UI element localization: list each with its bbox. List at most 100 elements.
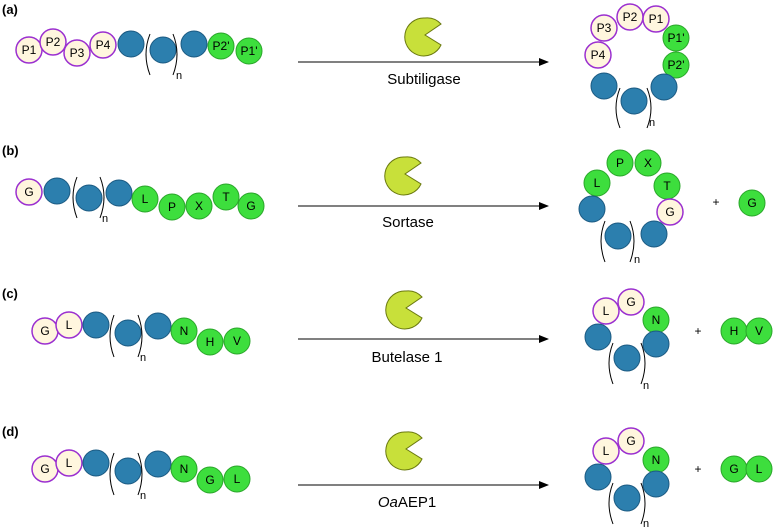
- residue-label: P3: [70, 46, 85, 60]
- residue-circle: [620, 87, 648, 115]
- substrate-c: G L n N H V: [31, 311, 251, 364]
- residue-label: L: [142, 192, 149, 206]
- enzyme-pacman-icon: [385, 290, 423, 330]
- enzyme-c: [385, 290, 423, 330]
- residue-label: X: [195, 199, 203, 213]
- plus-sign: +: [712, 195, 719, 209]
- residue-circle: [223, 327, 251, 355]
- residue-circle: [592, 437, 620, 465]
- residue-label: N: [180, 462, 189, 476]
- residue-circle: [584, 41, 612, 69]
- residue-circle: [180, 30, 208, 58]
- repeat-subscript: n: [643, 518, 649, 529]
- repeat-subscript: n: [176, 70, 182, 82]
- residue-label: V: [233, 334, 241, 348]
- residue-label: P2': [213, 39, 230, 53]
- residue-label: P4: [591, 48, 606, 62]
- residue-circle: [590, 14, 618, 42]
- repeat-bracket-right: [646, 87, 652, 129]
- product-ring-c: L G N n: [584, 288, 670, 392]
- enzyme-name: Sortase: [382, 214, 434, 231]
- residue-circle: [144, 312, 172, 340]
- residue-label: N: [180, 324, 189, 338]
- repeat-bracket-left: [109, 314, 115, 358]
- residue-label: N: [652, 313, 661, 327]
- residue-circle: [170, 455, 198, 483]
- residue-label: P2': [668, 58, 685, 72]
- residue-circle: [117, 30, 145, 58]
- repeat-bracket-right: [172, 33, 178, 76]
- residue-circle: [584, 323, 612, 351]
- repeat-bracket-right: [640, 482, 646, 525]
- residue-circle: [207, 32, 235, 60]
- product-ring-b: L P X T G n: [578, 149, 684, 266]
- repeat-bracket-left: [72, 176, 78, 219]
- residue-circle: [642, 5, 670, 33]
- enzyme-pacman-icon: [384, 156, 422, 196]
- residue-circle: [235, 37, 263, 65]
- repeat-bracket-left: [615, 87, 621, 129]
- enzyme-a: [404, 17, 442, 57]
- residue-label: L: [756, 462, 763, 476]
- residue-circle: [634, 149, 662, 177]
- repeat-bracket-right: [99, 176, 105, 219]
- residue-label: G: [246, 199, 255, 213]
- residue-circle: [55, 311, 83, 339]
- residue-circle: [212, 183, 240, 211]
- residue-circle: [114, 319, 142, 347]
- residue-circle: [82, 311, 110, 339]
- panel-label-b: (b): [2, 143, 19, 158]
- residue-label: G: [205, 473, 214, 487]
- residue-circle: [15, 178, 43, 206]
- enzyme-name: OaAEP1: [378, 494, 436, 511]
- residue-label: V: [755, 324, 763, 338]
- repeat-bracket-right: [137, 314, 143, 358]
- byproduct-d: G L: [720, 455, 773, 483]
- residue-label: H: [730, 324, 739, 338]
- residue-circle: [590, 72, 618, 100]
- residue-label: L: [66, 318, 73, 332]
- residue-label: P3: [597, 21, 612, 35]
- residue-label: G: [665, 205, 674, 219]
- repeat-subscript: n: [140, 352, 146, 364]
- residue-circle: [738, 189, 766, 217]
- enzyme-name: Subtiligase: [387, 71, 460, 88]
- repeat-subscript: n: [140, 490, 146, 502]
- repeat-bracket-right: [640, 342, 646, 385]
- residue-circle: [149, 36, 177, 64]
- repeat-bracket-left: [109, 452, 115, 496]
- repeat-subscript: n: [649, 117, 655, 129]
- residue-label: L: [234, 472, 241, 486]
- residue-label: G: [40, 324, 49, 338]
- residue-label: P1: [22, 43, 37, 57]
- substrate-b: G n L P X T G: [15, 176, 265, 225]
- residue-circle: [656, 198, 684, 226]
- residue-circle: [43, 177, 71, 205]
- enzyme-d: [385, 431, 423, 471]
- residue-circle: [185, 192, 213, 220]
- enzyme-pacman-icon: [404, 17, 442, 57]
- residue-circle: [640, 220, 668, 248]
- panel-label-d: (d): [2, 424, 19, 439]
- residue-label: L: [603, 304, 610, 318]
- residue-circle: [642, 470, 670, 498]
- residue-label: G: [40, 462, 49, 476]
- plus-sign: +: [694, 462, 701, 476]
- residue-circle: [170, 317, 198, 345]
- residue-circle: [662, 51, 690, 79]
- residue-circle: [617, 427, 645, 455]
- residue-circle: [606, 149, 634, 177]
- residue-label: N: [652, 453, 661, 467]
- residue-circle: [642, 330, 670, 358]
- plus-sign: +: [694, 324, 701, 338]
- residue-circle: [662, 24, 690, 52]
- residue-circle: [158, 193, 186, 221]
- residue-circle: [584, 463, 612, 491]
- residue-circle: [650, 73, 678, 101]
- residue-label: T: [663, 179, 671, 193]
- enzyme-b: [384, 156, 422, 196]
- enzyme-pacman-icon: [385, 431, 423, 471]
- residue-label: G: [747, 196, 756, 210]
- residue-circle: [223, 465, 251, 493]
